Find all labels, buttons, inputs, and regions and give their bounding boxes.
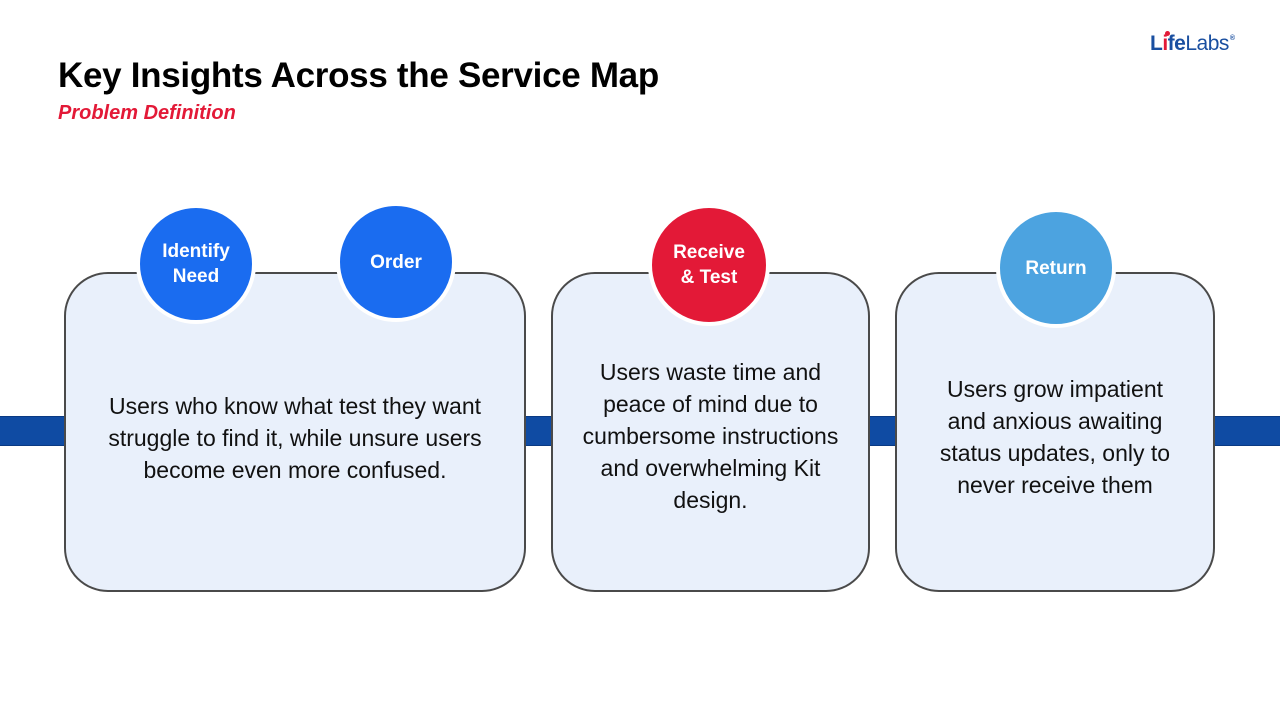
step-circle-return: Return [996,208,1116,328]
step-circle-receive-test: Receive & Test [648,204,770,326]
step-circle-order: Order [336,202,456,322]
insight-text: Users grow impatient and anxious awaitin… [939,376,1171,498]
logo-registered-mark: ® [1229,35,1235,42]
insight-text: Users who know what test they want strug… [108,393,482,483]
logo-i-mark: i [1162,31,1171,56]
insight-card-identify-order: Users who know what test they want strug… [64,272,526,592]
page-subtitle: Problem Definition [58,102,236,124]
logo-dot-icon [1165,31,1171,36]
page-title: Key Insights Across the Service Map [58,56,659,95]
logo-letter-i: i [1162,32,1168,55]
step-label: Order [370,251,422,273]
step-label: Return [1025,257,1087,279]
step-circle-identify-need: Identify Need [136,204,256,324]
step-label: Identify Need [162,241,230,287]
step-label: Receive & Test [673,242,745,288]
logo-letter-l: L [1150,32,1163,55]
logo-word-labs: Labs [1185,32,1229,55]
logo-letters-fe: fe [1167,32,1186,55]
insight-text: Users waste time and peace of mind due t… [582,359,839,513]
